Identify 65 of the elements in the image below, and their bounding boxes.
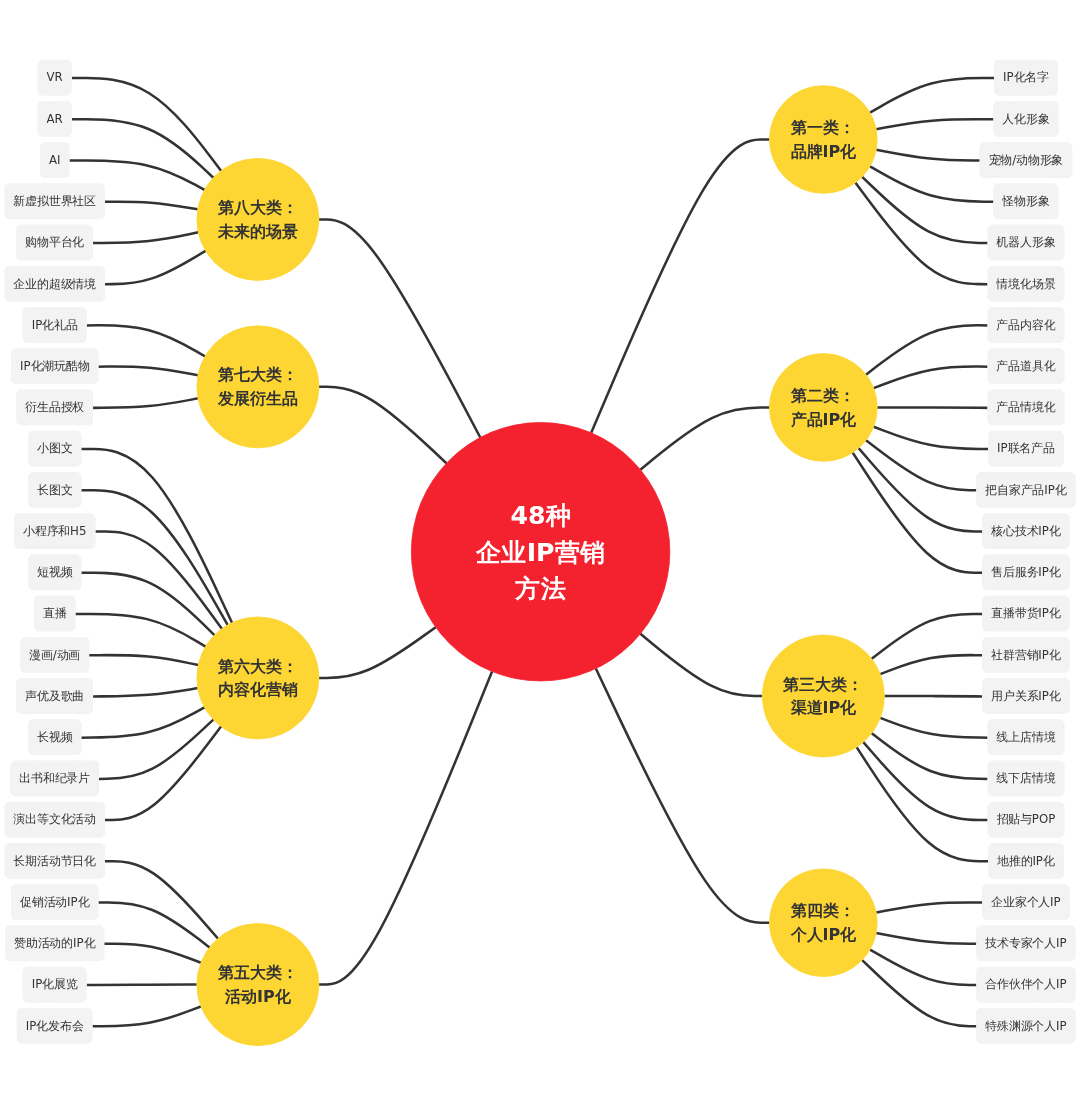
connector: [104, 249, 207, 286]
connector: [862, 741, 989, 822]
connector: [869, 165, 995, 203]
connector: [86, 324, 206, 358]
connector: [318, 218, 482, 439]
connector: [865, 324, 989, 376]
node-circle: 第四类：个人IP化: [769, 868, 878, 977]
connector: [69, 159, 206, 191]
connector: [875, 901, 984, 914]
connector: [857, 447, 984, 533]
connector: [877, 406, 989, 410]
connector: [870, 612, 984, 660]
node-circle: 第三大类：渠道IP化: [761, 634, 885, 758]
connector: [81, 447, 234, 624]
node-circle: 第五大类：活动IP化: [196, 923, 320, 1046]
connector: [879, 653, 984, 676]
node-circle: 第七大类：发展衍生品: [196, 325, 320, 449]
connector: [75, 612, 207, 648]
node-circle: 第二类：产品IP化: [769, 353, 878, 462]
connector: [92, 231, 199, 245]
connector: [861, 175, 989, 245]
connector: [594, 668, 770, 924]
connector: [318, 626, 437, 680]
connector: [71, 76, 223, 172]
connector: [71, 117, 215, 179]
connector: [98, 365, 199, 377]
connector: [590, 138, 770, 434]
connector: [98, 718, 215, 781]
connector: [89, 653, 199, 667]
connector: [92, 397, 199, 410]
connector: [104, 200, 198, 211]
connector: [884, 694, 984, 698]
node-circle: 第六大类：内容化营销: [196, 616, 320, 740]
connector: [854, 181, 989, 286]
connector: [861, 959, 978, 1028]
connector: [318, 385, 448, 465]
connector: [98, 901, 211, 949]
connector: [92, 686, 198, 698]
connector: [81, 489, 229, 626]
connector: [95, 530, 223, 630]
node-circle: 第一类：品牌IP化: [769, 85, 878, 194]
connector: [81, 571, 216, 637]
connector: [879, 716, 989, 739]
connector: [318, 671, 494, 986]
node-circle: 第八大类：未来的场景: [196, 158, 320, 281]
connector: [875, 931, 978, 946]
connector: [873, 425, 990, 451]
connector: [104, 860, 219, 940]
connector: [865, 439, 978, 492]
connector: [869, 948, 978, 987]
connector: [873, 365, 989, 390]
connector: [81, 706, 206, 739]
connector: [875, 117, 995, 131]
connector: [92, 1005, 202, 1028]
connector: [875, 148, 981, 162]
connector: [104, 725, 223, 822]
connector: [855, 746, 990, 863]
connector: [869, 76, 995, 114]
node-circle: 48种企业IP营销方法: [410, 422, 671, 682]
connector: [86, 983, 197, 987]
connector: [639, 406, 770, 471]
connector: [104, 942, 202, 964]
connector: [870, 732, 989, 781]
connector: [639, 632, 763, 698]
connector: [851, 451, 984, 575]
